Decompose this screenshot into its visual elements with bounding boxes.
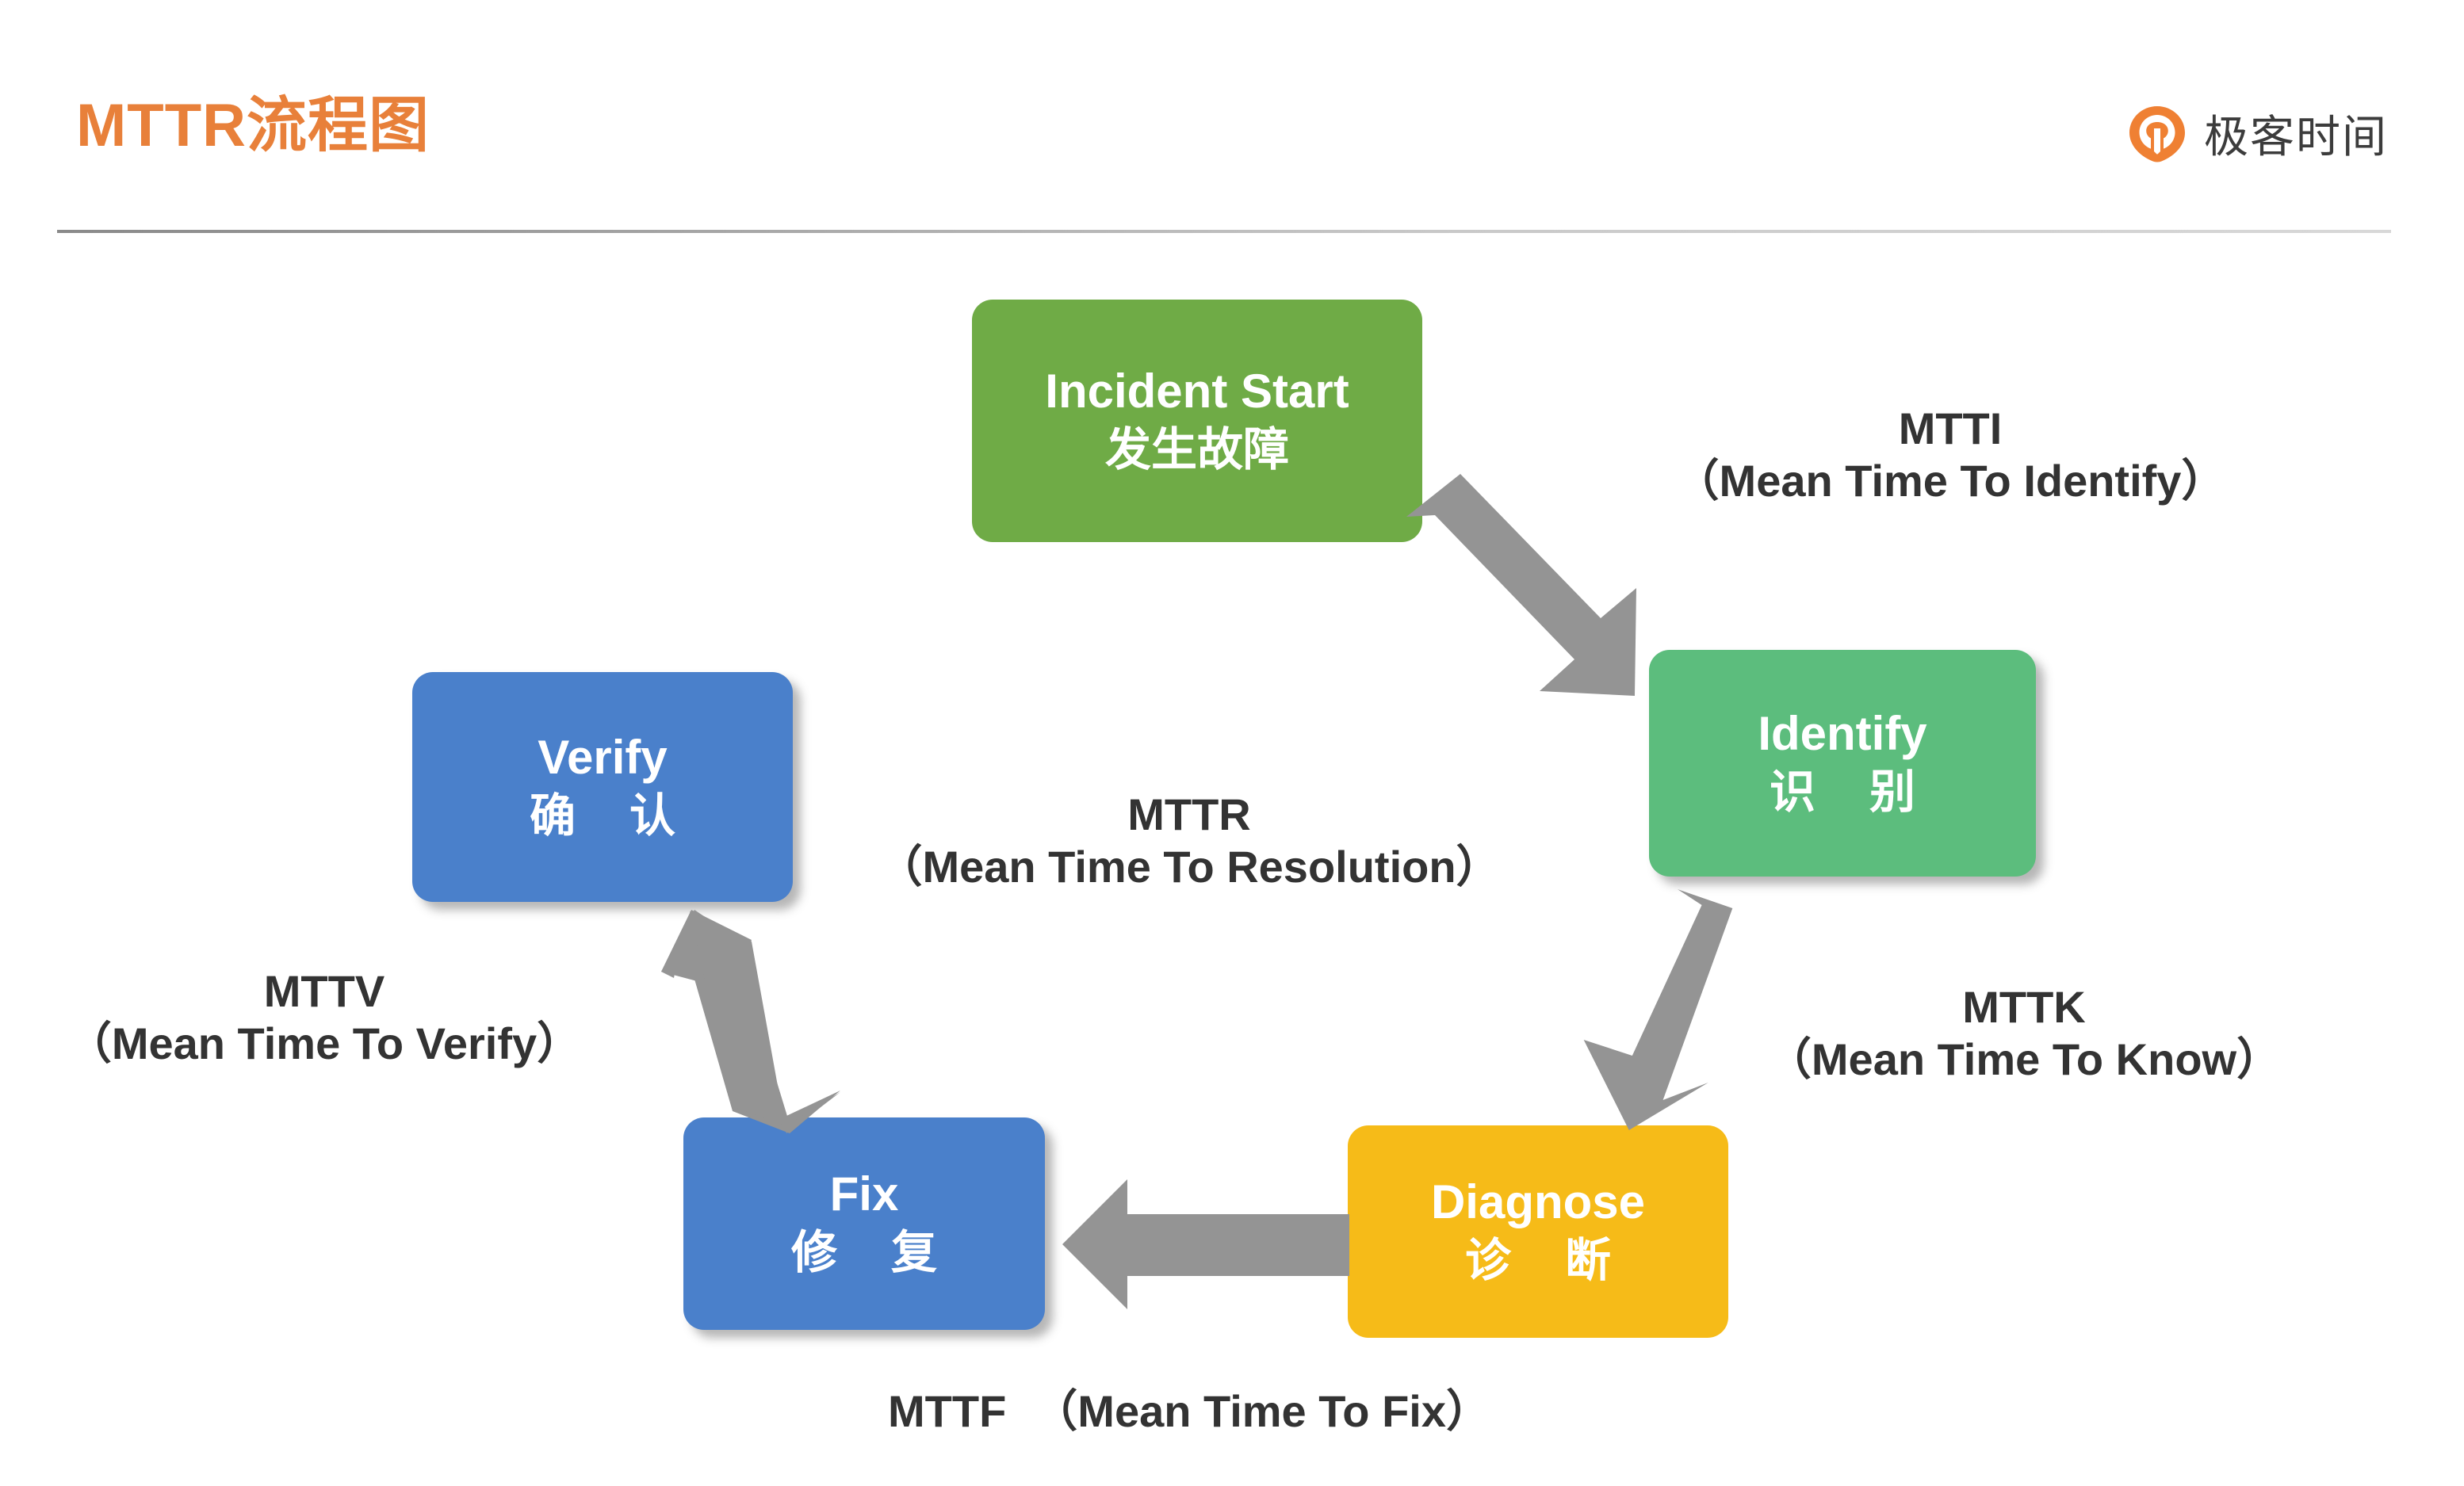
node-identify[interactable]: Identify 识 别 [1649,650,2036,877]
node-identify-label-zh: 识 别 [1769,766,1937,818]
metric-mtti-full: （Mean Time To Identify） [1674,456,2226,506]
metric-label-mttf: MTTF （Mean Time To Fix） [840,1385,1538,1438]
node-diagnose-label-zh: 诊 断 [1464,1234,1632,1286]
node-verify[interactable]: Verify 确 认 [412,672,793,902]
node-diagnose-label-en: Diagnose [1430,1175,1646,1228]
arrow-identify-to-diagnose [1583,889,1733,1130]
metric-mtti-abbr: MTTI [1898,403,2003,453]
node-fix[interactable]: Fix 修 复 [683,1117,1045,1330]
arrow-incident-to-identify [1406,474,1636,696]
node-fix-label-zh: 修 复 [790,1226,958,1278]
node-fix-label-en: Fix [829,1167,899,1221]
metric-mttf-full: （Mean Time To Fix） [1033,1386,1490,1436]
arrow-fix-to-verify [661,910,840,1133]
metric-mttk-abbr: MTTK [1962,982,2086,1032]
brand-name: 极客时间 [2204,112,2388,162]
metric-label-mttv: MTTV （Mean Time To Verify） [22,965,626,1070]
metric-mttk-full: （Mean Time To Know） [1766,1034,2282,1085]
metric-label-mtti: MTTI （Mean Time To Identify） [1625,403,2275,507]
metric-label-mttk: MTTK （Mean Time To Know） [1730,981,2318,1086]
node-verify-label-zh: 确 认 [529,789,697,842]
page-title: MTTR流程图 [76,92,430,159]
metric-mttv-abbr: MTTV [263,966,385,1016]
metric-mttr-full: （Mean Time To Resolution） [878,842,1501,892]
metric-mttr-abbr: MTTR [1127,789,1251,839]
metric-label-mttr: MTTR （Mean Time To Resolution） [840,789,1538,893]
geektime-logo-icon [2129,105,2185,162]
node-incident-start-label-zh: 发生故障 [1104,423,1289,476]
arrow-diagnose-to-fix [1062,1179,1349,1309]
node-diagnose[interactable]: Diagnose 诊 断 [1348,1125,1728,1338]
node-identify-label-en: Identify [1758,706,1927,760]
node-incident-start[interactable]: Incident Start 发生故障 [972,300,1422,542]
header-divider [57,230,2391,233]
metric-mttf-abbr: MTTF [888,1386,1007,1436]
metric-mttv-full: （Mean Time To Verify） [67,1018,582,1069]
brand-logo: 极客时间 [2128,101,2388,166]
node-incident-start-label-en: Incident Start [1045,364,1349,418]
node-verify-label-en: Verify [538,730,668,784]
